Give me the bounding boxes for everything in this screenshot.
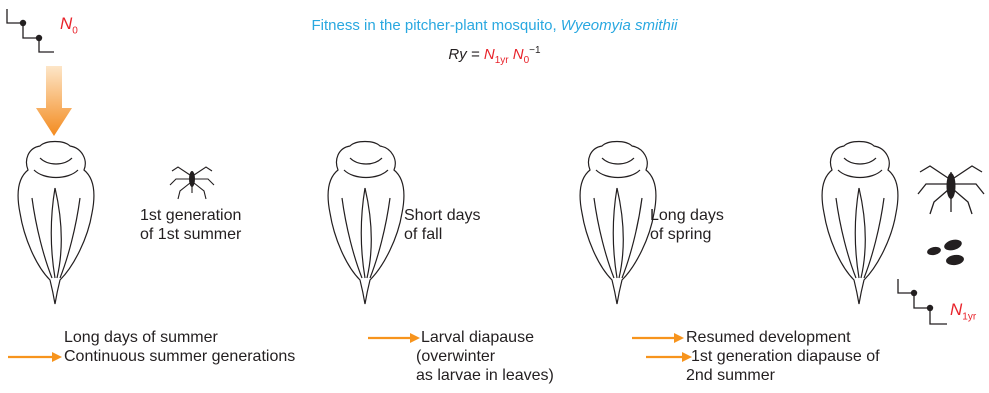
resumed-development-text: Resumed development bbox=[686, 328, 851, 347]
orange-arrow-icon bbox=[632, 332, 684, 344]
pitcher-plant-icon bbox=[10, 138, 100, 306]
overwinter-text: (overwinter bbox=[416, 347, 495, 366]
formula-lhs: Ry = bbox=[448, 46, 483, 63]
n1yr-label: N1yr bbox=[950, 300, 976, 320]
diapause-text: Larval diapause bbox=[421, 328, 534, 347]
title-prefix: Fitness in the pitcher-plant mosquito, bbox=[312, 17, 561, 34]
pedigree-icon-start bbox=[6, 8, 56, 56]
formula-exponent: −1 bbox=[529, 45, 540, 56]
summer-conditions-text: Long days of summer bbox=[64, 328, 218, 347]
orange-arrow-icon bbox=[368, 332, 420, 344]
second-summer-diapause-text: 1st generation diapause of bbox=[691, 347, 880, 366]
mosquito-icon bbox=[170, 163, 214, 201]
formula-n0: N bbox=[513, 46, 524, 63]
summer-generations-text: Continuous summer generations bbox=[64, 347, 295, 366]
mosquito-icon bbox=[918, 162, 984, 218]
diagram-title: Fitness in the pitcher-plant mosquito, W… bbox=[0, 17, 989, 34]
formula-n0-sub: 0 bbox=[524, 55, 530, 66]
orange-arrow-icon bbox=[8, 351, 62, 363]
second-summer-text: 2nd summer bbox=[686, 366, 775, 385]
title-species: Wyeomyia smithii bbox=[561, 17, 678, 34]
pitcher-plant-icon bbox=[814, 138, 904, 306]
n0-label: N0 bbox=[60, 14, 78, 34]
pitcher-plant-icon bbox=[320, 138, 410, 306]
egg-cluster-icon bbox=[926, 238, 972, 268]
larvae-leaves-text: as larvae in leaves) bbox=[416, 366, 554, 385]
orange-arrow-icon bbox=[646, 351, 692, 363]
formula-n1: N bbox=[484, 46, 495, 63]
pitcher-plant-icon bbox=[572, 138, 662, 306]
fitness-formula: Ry = N1yr N0−1 bbox=[0, 46, 989, 63]
down-arrow-icon bbox=[36, 66, 72, 138]
formula-n1-sub: 1yr bbox=[495, 55, 509, 66]
pedigree-icon-end bbox=[897, 278, 949, 328]
